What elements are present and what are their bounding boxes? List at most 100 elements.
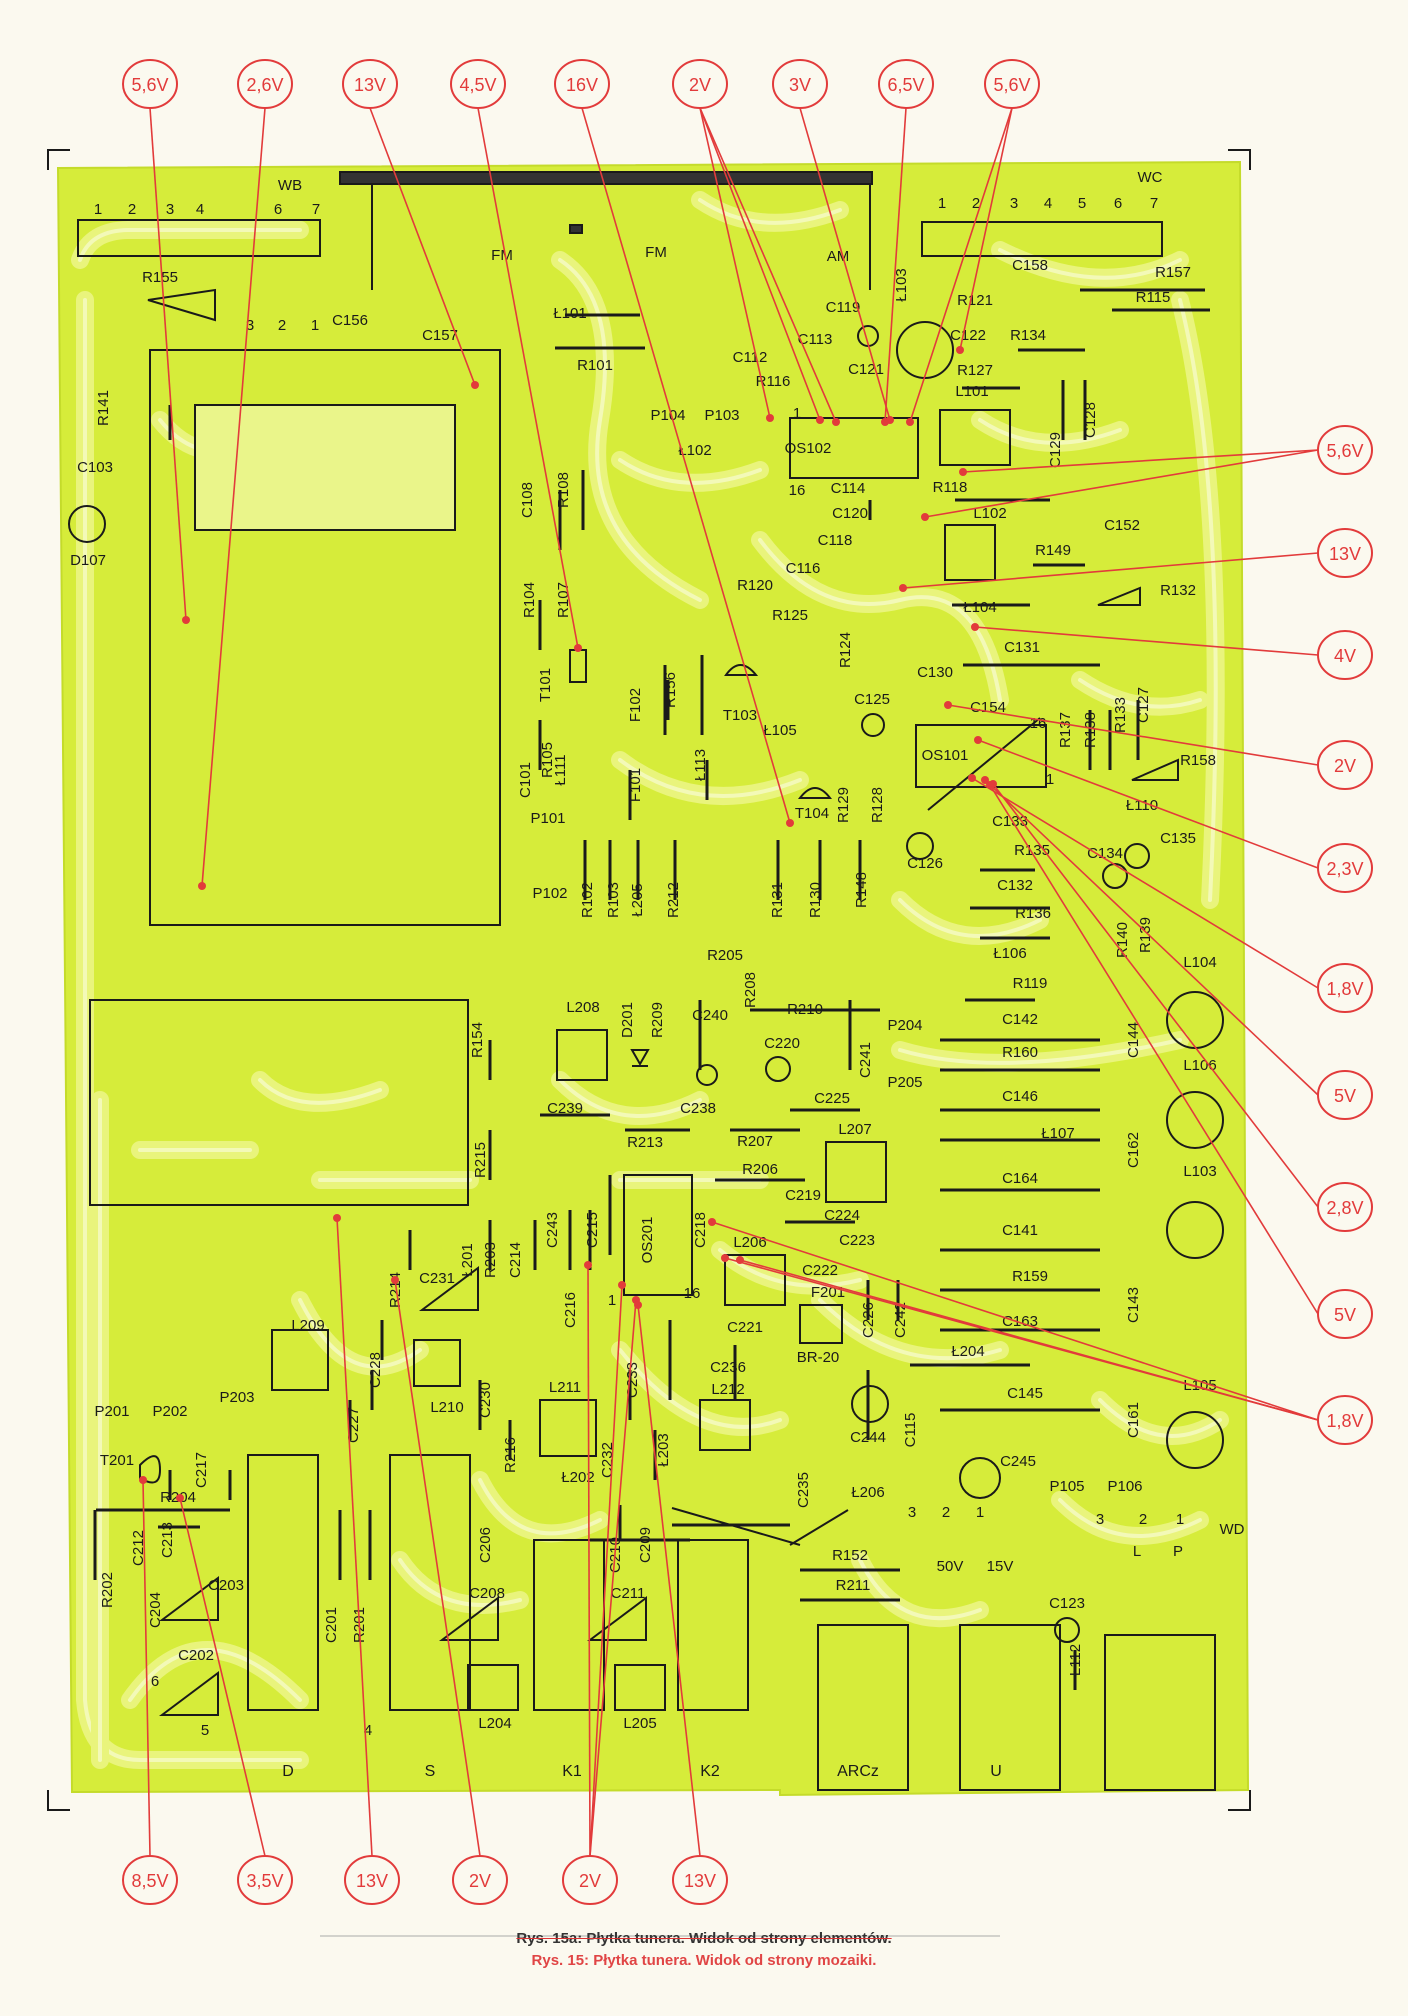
component-label-c223: C223 [839,1232,875,1249]
test-point-right: 2,8V [1326,1198,1363,1218]
component-label-c158: C158 [1012,257,1048,274]
probe-point [391,1276,399,1284]
component-label-r149: R149 [1035,542,1071,559]
probe-line [201,107,266,887]
component-label-ł206: Ł206 [851,1484,884,1501]
trimmer-r155 [147,288,216,322]
test-point-top-ring [237,59,293,109]
component-label-c125: C125 [854,691,890,708]
copper-trace-core [898,898,1042,938]
connector-wb-pin: 7 [312,201,320,218]
component-label-l204: L204 [478,1715,511,1732]
component-label-c206: C206 [477,1527,494,1563]
component-label-r139: R139 [1137,917,1154,953]
component-label-c122: C122 [950,327,986,344]
test-point-top: 4,5V [459,75,496,95]
transistor-t103 [724,664,759,676]
component-label-c233: C233 [624,1362,641,1398]
probe-point [333,1214,341,1222]
component-label-c225: C225 [814,1090,850,1107]
component-label-r208: R208 [742,972,759,1008]
coil-l204 [467,1664,519,1711]
component-label-c131: C131 [1004,639,1040,656]
pin-number: 1 [976,1504,984,1521]
component-label-d107: D107 [70,552,106,569]
component-label-c127: C127 [1135,687,1152,723]
component-label-r102: R102 [579,882,596,918]
component-label-r124: R124 [837,632,854,668]
probe-line [149,107,187,621]
component-label-r103: R103 [605,882,622,918]
component-label-c157: C157 [422,327,458,344]
component-label-ł106: Ł106 [993,945,1026,962]
component-label-c235: C235 [795,1472,812,1508]
switch-k1 [533,1539,605,1711]
component-label-r131: R131 [769,882,786,918]
component-label-p201: P201 [94,1403,129,1420]
switch-label: U [990,1763,1002,1780]
connector-wc-pin: 6 [1114,195,1122,212]
probe-line [699,107,837,423]
component-label-r133: R133 [1112,697,1129,733]
cap-c126 [906,832,934,860]
probe-point [906,418,914,426]
component-label-c216: C216 [562,1292,579,1328]
probe-line [902,552,1319,589]
component-label-c141: C141 [1002,1222,1038,1239]
component-label-t103: T103 [723,707,757,724]
component-label-f101: F101 [627,768,644,802]
component-label-c145: C145 [1007,1385,1043,1402]
component-label-c146: C146 [1002,1088,1038,1105]
probe-point [176,1494,184,1502]
test-point-right-ring [1317,963,1373,1013]
shield-frame [149,349,501,926]
band-label: AM [827,248,850,265]
ic-pin-number: 1 [1046,771,1054,788]
probe-point [584,1261,592,1269]
component-label-r140: R140 [1114,922,1131,958]
trimmer-r132 [1097,586,1141,606]
probe-line [884,107,907,423]
component-label-l207: L207 [838,1121,871,1138]
test-point-right-ring [1317,740,1373,790]
diode-d107 [68,505,106,543]
component-label-r132: R132 [1160,582,1196,599]
component-label-c218: C218 [692,1212,709,1248]
component-label-c219: C219 [785,1187,821,1204]
probe-line [589,1299,637,1857]
component-label-c242: C242 [892,1302,909,1338]
connector-wd-pin: 2 [1139,1511,1147,1528]
ic-os101 [915,724,1047,788]
component-label-r158: R158 [1180,752,1216,769]
test-point-top-ring [672,59,728,109]
component-label-c201: C201 [323,1607,340,1643]
component-label-ł113: Ł113 [692,749,709,781]
switch-lp-label: P [1173,1543,1183,1560]
test-point-bottom-ring [562,1855,618,1905]
pin-number: 2 [942,1504,950,1521]
caption-strikethrough: Rys. 15a: Płytka tunera. Widok od strony… [516,1930,892,1947]
ic-pin-number: 1 [793,405,801,422]
switch-arcz [817,1624,909,1791]
coil-l212 [699,1399,751,1451]
component-label-r108: R108 [555,472,572,508]
component-label-p205: P205 [887,1074,922,1091]
component-label-ł204: Ł204 [951,1343,984,1360]
component-label-c112: C112 [733,349,768,366]
component-label-r134: R134 [1010,327,1046,344]
test-point-right: 1,8V [1326,1411,1363,1431]
probe-line [924,449,1319,518]
component-label-r130: R130 [807,882,824,918]
component-label-t201: T201 [100,1452,134,1469]
connector-p106: P106 [1107,1478,1142,1495]
test-point-bottom: 2V [579,1871,601,1891]
component-label-ł202: Ł202 [561,1469,594,1486]
top-bar [339,171,873,185]
tick [569,224,583,234]
component-label-ł201: Ł201 [459,1243,476,1276]
component-label-c236: C236 [710,1359,746,1376]
component-label-ł203: Ł203 [655,1433,672,1466]
connector-wc-pin: 3 [1010,195,1018,212]
test-point-right-ring [1317,1289,1373,1339]
probe-point [139,1476,147,1484]
